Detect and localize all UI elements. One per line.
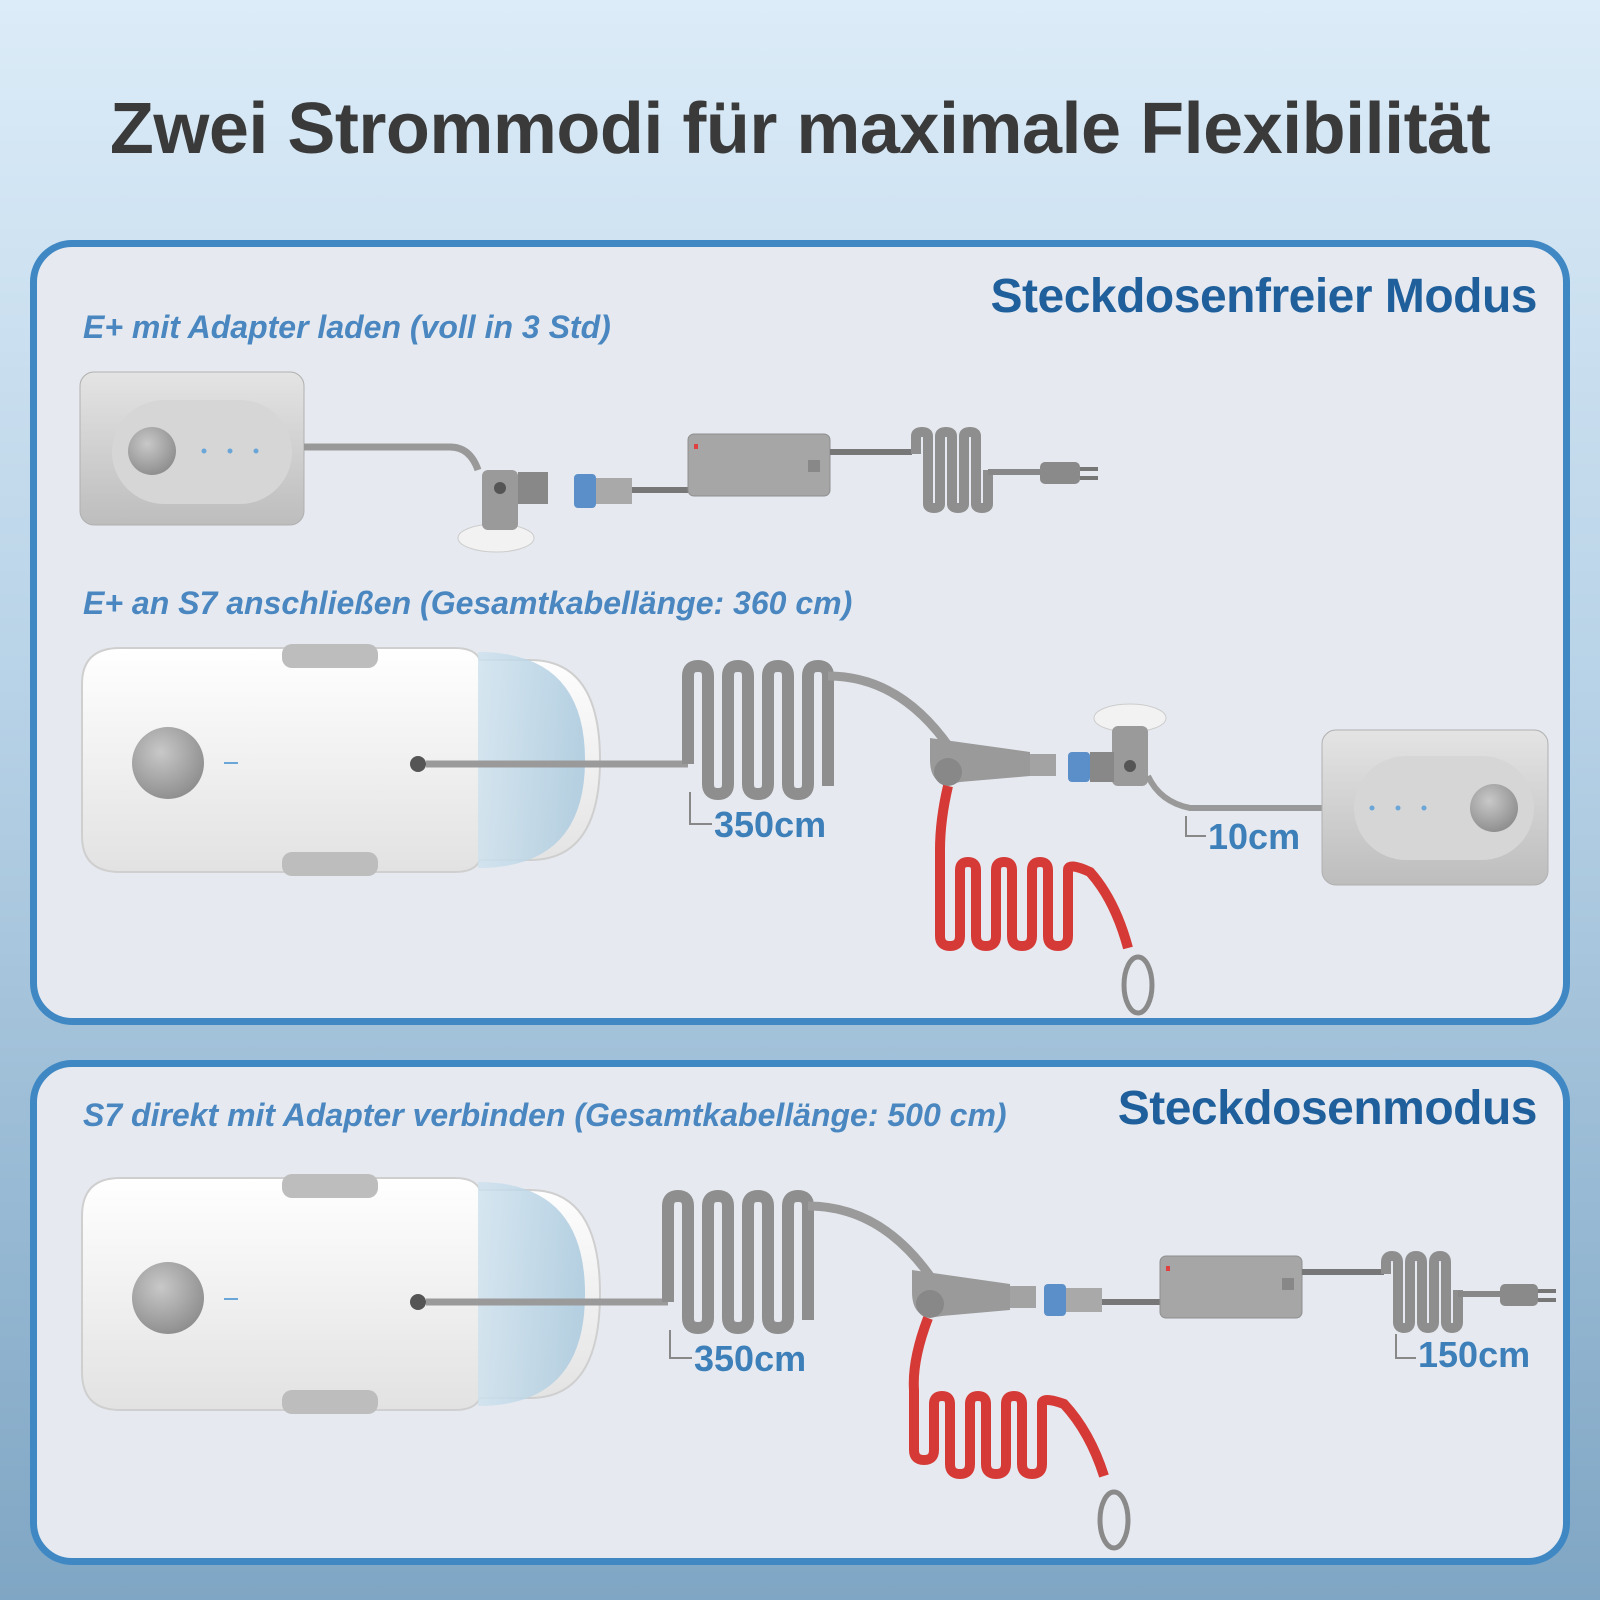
coiled-power-cable [911,426,993,514]
power-adapter-icon [687,433,831,497]
coiled-main-cable [682,659,834,801]
cordless-mode-heading: Steckdosenfreier Modus [990,270,1538,323]
y-splitter-icon [930,738,1056,786]
battery-cable [304,443,482,472]
cordless-short-cable-length: 10cm [1208,816,1301,857]
window-robot-s7-icon [81,644,602,876]
carabiner-icon [1121,954,1155,1016]
safety-rope-icon [935,784,1133,952]
adapter-cable-length-marker [1395,1334,1416,1359]
main-cable-length-marker [689,792,712,825]
eu-plug-icon [1040,462,1098,484]
eu-plug-icon [1500,1284,1556,1306]
main-cable-length-marker [669,1330,692,1359]
page-title: Zwei Strommodi für maximale Flexibilität [109,89,1491,169]
connect-subtitle: E+ an S7 anschließen (Gesamtkabellänge: … [83,585,853,621]
blue-coupling-icon [1068,752,1090,782]
cordless-main-cable-length: 350cm [714,804,827,845]
coiled-power-cable [1381,1250,1463,1334]
carabiner-icon [1097,1489,1131,1551]
battery-pack-icon [1321,729,1549,886]
coiled-main-cable [662,1189,814,1335]
window-robot-s7-icon [81,1174,602,1414]
charge-subtitle: E+ mit Adapter laden (voll in 3 Std) [83,309,611,345]
blue-coupling-icon [574,474,632,508]
socket-adapter-cable-length: 150cm [1418,1334,1531,1375]
socket-mode-heading: Steckdosenmodus [1117,1082,1538,1135]
power-adapter-icon [1159,1255,1303,1319]
y-splitter-icon [912,1270,1036,1318]
suction-connector-icon [457,470,548,553]
socket-subtitle: S7 direkt mit Adapter verbinden (Gesamtk… [83,1097,1007,1133]
short-cable-length-marker [1185,816,1206,837]
socket-main-cable-length: 350cm [694,1338,807,1379]
suction-connector-icon [1090,703,1167,786]
cordless-mode-panel: Steckdosenfreier Modus E+ mit Adapter la… [30,240,1570,1025]
battery-pack-icon [79,371,305,526]
safety-rope-icon [908,1316,1109,1480]
blue-coupling-icon [1044,1284,1102,1316]
